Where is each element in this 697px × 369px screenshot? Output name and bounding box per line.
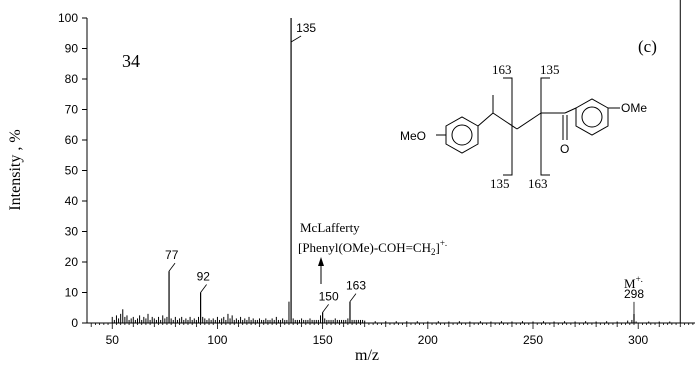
- compound-number: 34: [122, 51, 140, 71]
- bond-carbonyl-ring: [564, 107, 577, 114]
- fragment-label-top-135: 135: [540, 62, 560, 77]
- bond-ring-ch: [477, 112, 494, 127]
- chemical-structure: [436, 77, 620, 176]
- fragment-label-bottom-163: 163: [528, 176, 548, 191]
- molecular-ion-label: M+.: [624, 274, 643, 291]
- right-ring-inner-circle: [581, 106, 603, 128]
- peak-leader-line: [200, 284, 207, 293]
- left-ring-inner-circle: [451, 124, 473, 146]
- fragment-label-top-163: 163: [492, 62, 512, 77]
- bond-chain-1: [492, 112, 518, 130]
- x-tick-label: 200: [418, 333, 438, 347]
- bond-chain-2: [516, 112, 542, 130]
- x-tick-label: 250: [523, 333, 543, 347]
- panel-label: (c): [638, 37, 657, 56]
- molecular-ion-M: M: [624, 276, 636, 291]
- structure-carbonyl-o: O: [560, 142, 569, 156]
- peak-label-135: 135: [296, 21, 316, 35]
- peak-leader-line: [290, 35, 302, 43]
- mclafferty-title: McLafferty: [300, 220, 360, 235]
- mclafferty-formula: [Phenyl(OMe)-COH=CH2]+.: [298, 238, 447, 257]
- cleavage-bracket-right: [540, 77, 550, 176]
- y-tick-label: 0: [71, 316, 78, 330]
- mclafferty-formula-sup: +.: [440, 238, 447, 248]
- peak-leader-line: [322, 304, 329, 313]
- left-benzene-ring: [445, 116, 479, 154]
- y-tick-label: 60: [65, 133, 79, 147]
- x-tick-label: 50: [106, 333, 120, 347]
- y-tick-label: 70: [65, 103, 79, 117]
- peak-label-298: 298: [624, 287, 644, 301]
- x-tick-label: 300: [628, 333, 648, 347]
- peak-label-150: 150: [319, 289, 339, 303]
- mclafferty-formula-close: ]: [435, 240, 439, 255]
- right-benzene-ring: [575, 98, 609, 136]
- peak-leader-line: [349, 293, 357, 302]
- mclafferty-formula-main: [Phenyl(OMe)-COH=CH: [298, 240, 431, 255]
- y-axis-label: Intensity , %: [7, 129, 24, 210]
- x-tick-label: 100: [207, 333, 227, 347]
- y-tick-label: 20: [65, 255, 79, 269]
- chart-ticks: 0 10 20 30 40 50 60 70 80 90 100 50 100 150 200 250 300: [58, 11, 694, 347]
- mclafferty-arrow-head: [318, 257, 324, 266]
- structure-ome-label: OMe: [621, 101, 647, 115]
- mclafferty-formula-sub: 2: [431, 247, 436, 257]
- y-tick-label: 30: [65, 225, 79, 239]
- x-axis-label: m/z: [355, 347, 379, 364]
- chart-axes: [86, 18, 695, 324]
- y-tick-label: 50: [65, 164, 79, 178]
- peak-leader-line: [168, 262, 176, 272]
- y-tick-label: 90: [65, 42, 79, 56]
- y-tick-label: 100: [58, 11, 78, 25]
- y-tick-label: 40: [65, 194, 79, 208]
- molecular-ion-sup: +.: [636, 274, 643, 284]
- cleavage-bracket-left: [503, 77, 513, 176]
- x-tick-label: 150: [313, 333, 333, 347]
- y-tick-label: 80: [65, 72, 79, 86]
- fragment-label-bottom-135: 135: [490, 176, 510, 191]
- peak-label-163: 163: [346, 279, 366, 293]
- peak-label-92: 92: [197, 270, 211, 284]
- chart-peak-labels: 77 92 135 150 163 298: [165, 21, 644, 314]
- peak-label-77: 77: [165, 248, 179, 262]
- structure-meo-label: MeO: [400, 129, 426, 143]
- chart-bars: [111, 0, 681, 323]
- y-tick-label: 10: [65, 286, 79, 300]
